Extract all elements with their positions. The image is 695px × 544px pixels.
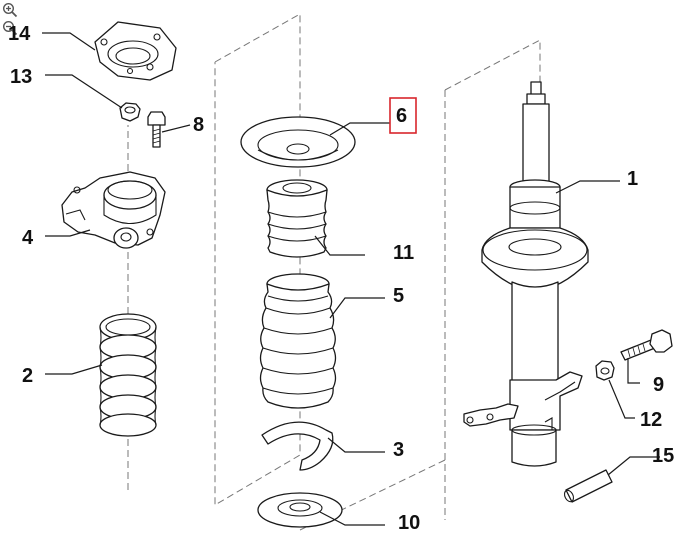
callout-5[interactable]: 5 <box>393 285 404 307</box>
part-12-flange-nut[interactable] <box>595 360 615 381</box>
callout-12[interactable]: 12 <box>640 409 662 431</box>
part-8-bolt[interactable] <box>147 111 166 148</box>
callout-13[interactable]: 13 <box>10 66 32 88</box>
part-11-bump-stop[interactable] <box>266 179 328 258</box>
callout-14[interactable]: 14 <box>8 23 31 45</box>
part-6-spring-seat[interactable] <box>240 116 356 168</box>
part-2-coil-spring[interactable] <box>99 313 157 437</box>
callout-9[interactable]: 9 <box>653 374 664 396</box>
guide-frame-right <box>299 39 541 531</box>
part-13-nut[interactable] <box>119 102 141 122</box>
part-15-pin[interactable] <box>563 469 613 503</box>
callout-11[interactable]: 11 <box>393 242 414 264</box>
callout-1[interactable]: 1 <box>627 168 638 190</box>
callout-6[interactable]: 6 <box>396 105 407 127</box>
zoom-out-button[interactable] <box>2 20 18 36</box>
callout-4[interactable]: 4 <box>22 227 34 249</box>
zoom-in-button[interactable] <box>2 2 18 18</box>
selected-callout-highlight <box>389 97 417 134</box>
part-3-spring-isolator[interactable] <box>261 421 334 471</box>
zoom-out-icon <box>2 20 18 36</box>
leader-lines <box>42 32 660 526</box>
part-14-upper-mount[interactable] <box>94 21 177 81</box>
part-1-shock-absorber[interactable] <box>463 81 589 467</box>
callout-10[interactable]: 10 <box>398 512 420 534</box>
callout-labels: 14 13 8 4 2 6 11 5 3 10 1 9 12 15 <box>8 23 674 534</box>
guide-frame-center <box>214 13 301 506</box>
callout-2[interactable]: 2 <box>22 365 33 387</box>
part-10-spring-pad[interactable] <box>257 492 343 528</box>
callout-8[interactable]: 8 <box>193 114 204 136</box>
part-5-dust-boot[interactable] <box>259 273 337 409</box>
callout-15[interactable]: 15 <box>652 445 674 467</box>
part-4-strut-mount-bracket[interactable] <box>61 171 166 249</box>
zoom-in-icon <box>2 2 18 18</box>
part-9-clamp-bolt[interactable] <box>620 329 673 361</box>
callout-3[interactable]: 3 <box>393 439 404 461</box>
